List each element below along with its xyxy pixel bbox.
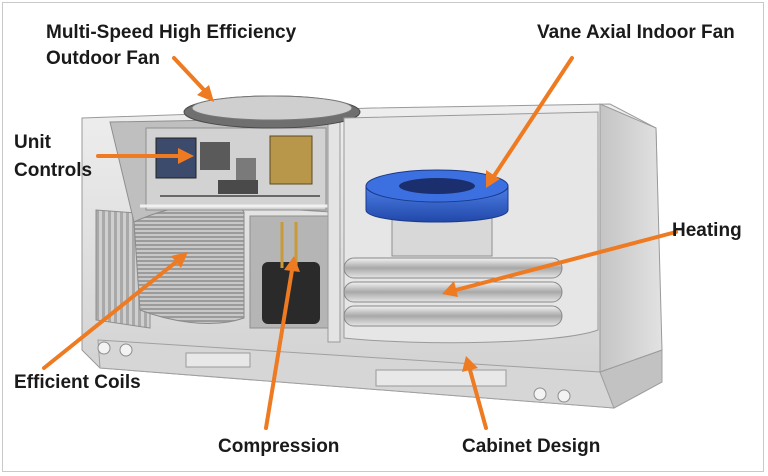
label-efficient-coils: Efficient Coils <box>14 372 141 393</box>
label-heating: Heating <box>672 220 742 241</box>
label-indoor-fan: Vane Axial Indoor Fan <box>537 22 735 43</box>
arrow-compression <box>264 256 300 430</box>
arrow-cabinet-design <box>462 356 488 430</box>
label-unit-controls-line2: Controls <box>14 160 93 181</box>
arrow-unit-controls <box>96 148 194 164</box>
label-cabinet-design: Cabinet Design <box>462 436 601 457</box>
indoor-section <box>343 111 599 344</box>
arrow-efficient-coils <box>42 252 188 370</box>
image-border <box>2 2 764 472</box>
outdoor-fan <box>183 95 361 129</box>
arrow-indoor-fan <box>486 56 574 188</box>
label-outdoor-fan-line1: Multi-Speed High Efficiency <box>46 22 297 43</box>
outdoor-section <box>109 115 341 343</box>
arrow-heating <box>442 230 678 297</box>
arrow-outdoor-fan <box>172 56 214 102</box>
label-unit-controls-line1: Unit <box>14 132 51 153</box>
label-compression: Compression <box>218 436 340 457</box>
callout-arrows <box>42 56 678 430</box>
label-outdoor-fan-line2: Outdoor Fan <box>46 48 160 69</box>
